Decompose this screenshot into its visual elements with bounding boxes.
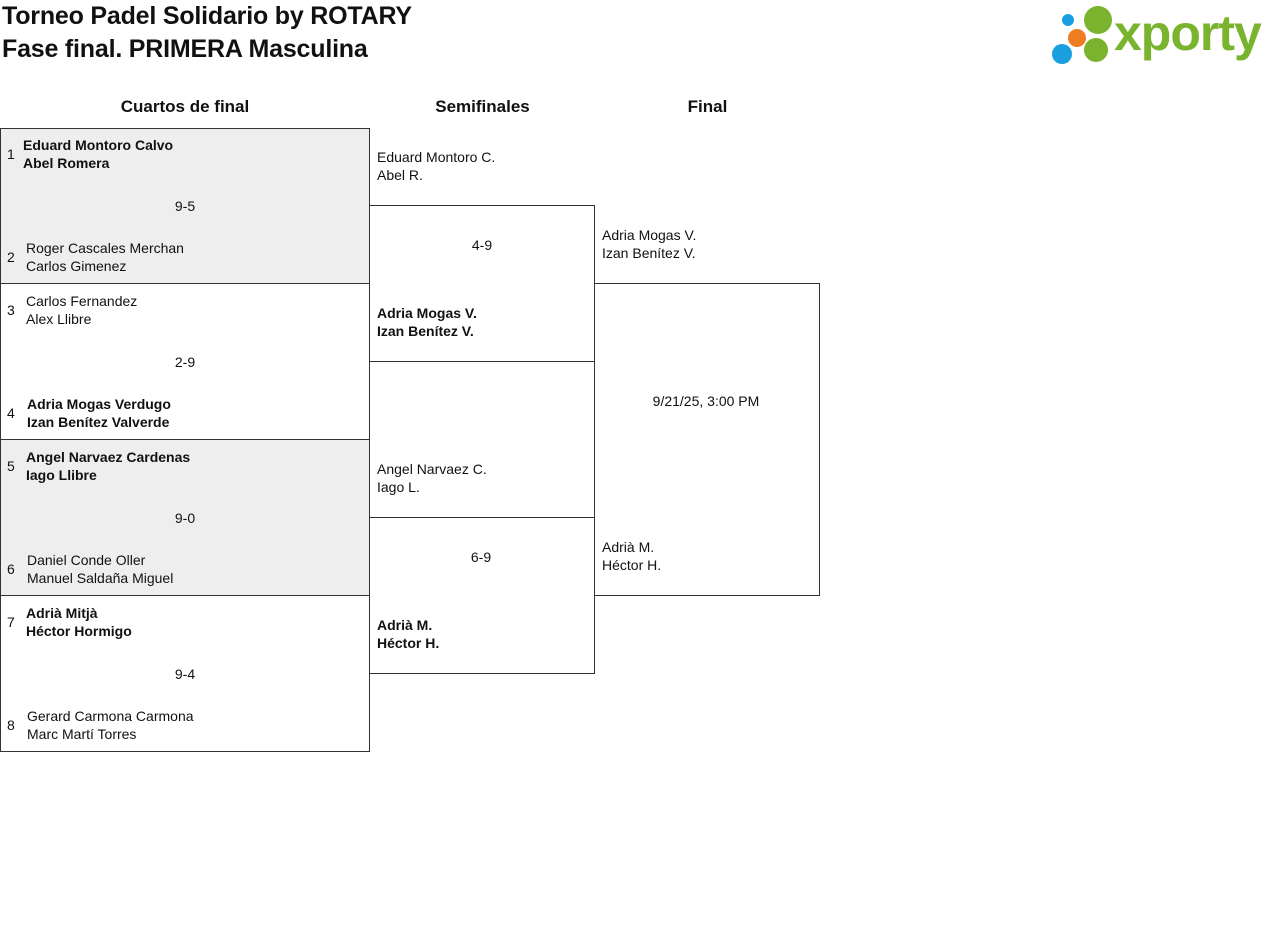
team-qf2-top: Carlos Fernandez Alex Llibre — [26, 292, 137, 328]
seed-number: 5 — [7, 458, 15, 474]
logo-dot-icon — [1084, 6, 1112, 34]
player-name: Eduard Montoro C. — [377, 149, 496, 165]
player-name: Iago Llibre — [26, 467, 97, 483]
player-name: Adrià M. — [377, 617, 433, 633]
xporty-logo[interactable]: xporty — [1050, 4, 1276, 68]
seed-number: 3 — [7, 302, 15, 318]
player-name: Adrià M. — [602, 539, 655, 555]
match-score: 9-5 — [174, 198, 196, 214]
team-final-bottom: Adrià M. Héctor H. — [602, 538, 661, 574]
seed-number: 8 — [7, 717, 15, 733]
round-header-semifinals: Semifinales — [435, 97, 530, 116]
team-qf3-bottom: Daniel Conde Oller Manuel Saldaña Miguel — [27, 551, 173, 587]
logo-dot-icon — [1068, 29, 1086, 47]
player-name: Héctor H. — [377, 635, 440, 651]
logo-text: xporty — [1114, 5, 1262, 61]
player-name: Carlos Fernandez — [26, 293, 138, 309]
player-name: Adrià Mitjà — [26, 605, 98, 621]
player-name: Izan Benítez V. — [602, 245, 696, 261]
player-name: Adria Mogas V. — [377, 305, 477, 321]
team-qf4-top: Adrià Mitjà Héctor Hormigo — [26, 604, 132, 640]
player-name: Gerard Carmona Carmona — [27, 708, 194, 724]
team-qf1-top: Eduard Montoro Calvo Abel Romera — [23, 136, 173, 172]
team-qf2-bottom: Adria Mogas Verdugo Izan Benítez Valverd… — [27, 395, 171, 431]
logo-dot-icon — [1052, 44, 1072, 64]
round-header-final: Final — [687, 97, 728, 116]
match-score: 2-9 — [174, 354, 196, 370]
player-name: Izan Benítez V. — [377, 323, 474, 339]
match-score: 6-9 — [470, 549, 492, 565]
round-header-quarterfinals: Cuartos de final — [120, 97, 250, 116]
match-score: 4-9 — [471, 237, 493, 253]
seed-number: 2 — [7, 249, 15, 265]
seed-number: 4 — [7, 405, 15, 421]
team-final-top: Adria Mogas V. Izan Benítez V. — [602, 226, 696, 262]
match-score: 9-0 — [174, 510, 196, 526]
player-name: Adria Mogas V. — [602, 227, 697, 243]
player-name: Iago L. — [377, 479, 420, 495]
player-name: Marc Martí Torres — [27, 726, 137, 742]
seed-number: 7 — [7, 614, 15, 630]
player-name: Héctor Hormigo — [26, 623, 132, 639]
player-name: Carlos Gimenez — [26, 258, 127, 274]
tournament-title: Torneo Padel Solidario by ROTARY — [2, 2, 412, 30]
logo-dot-icon — [1062, 14, 1074, 26]
logo-dot-icon — [1084, 38, 1108, 62]
player-name: Angel Narvaez C. — [377, 461, 487, 477]
team-sf1-top: Eduard Montoro C. Abel R. — [377, 148, 495, 184]
player-name: Héctor H. — [602, 557, 662, 573]
team-qf1-bottom: Roger Cascales Merchan Carlos Gimenez — [26, 239, 184, 275]
quarterfinal-match-1[interactable] — [0, 128, 370, 284]
player-name: Daniel Conde Oller — [27, 552, 146, 568]
player-name: Abel Romera — [23, 155, 110, 171]
player-name: Roger Cascales Merchan — [26, 240, 184, 256]
player-name: Abel R. — [377, 167, 423, 183]
seed-number: 1 — [7, 146, 15, 162]
player-name: Eduard Montoro Calvo — [23, 137, 174, 153]
phase-title: Fase final. PRIMERA Masculina — [2, 35, 368, 63]
player-name: Alex Llibre — [26, 311, 92, 327]
player-name: Izan Benítez Valverde — [27, 414, 170, 430]
team-sf2-bottom: Adrià M. Héctor H. — [377, 616, 439, 652]
match-score: 9-4 — [174, 666, 196, 682]
match-datetime: 9/21/25, 3:00 PM — [652, 393, 760, 409]
team-sf1-bottom: Adria Mogas V. Izan Benítez V. — [377, 304, 477, 340]
final-match[interactable] — [594, 283, 820, 596]
quarterfinal-match-3[interactable] — [0, 439, 370, 596]
seed-number: 6 — [7, 561, 15, 577]
player-name: Adria Mogas Verdugo — [27, 396, 171, 412]
team-qf3-top: Angel Narvaez Cardenas Iago Llibre — [26, 448, 190, 484]
player-name: Angel Narvaez Cardenas — [26, 449, 191, 465]
player-name: Manuel Saldaña Miguel — [27, 570, 174, 586]
team-qf4-bottom: Gerard Carmona Carmona Marc Martí Torres — [27, 707, 194, 743]
team-sf2-top: Angel Narvaez C. Iago L. — [377, 460, 487, 496]
